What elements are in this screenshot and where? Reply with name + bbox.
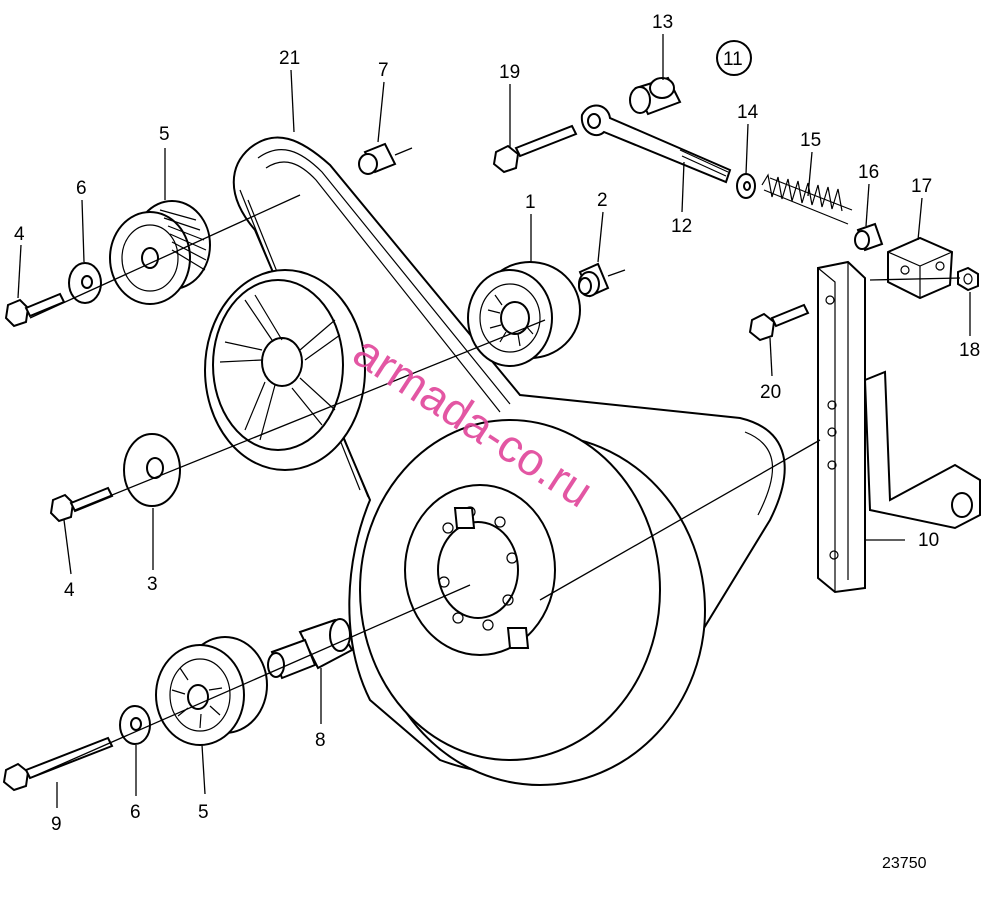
bolt-20 bbox=[748, 303, 810, 342]
callout-20: 20 bbox=[760, 382, 781, 403]
spacer-16 bbox=[854, 222, 884, 252]
crankshaft-pulley bbox=[359, 419, 706, 786]
callout-6-upper: 6 bbox=[76, 178, 87, 199]
callout-12: 12 bbox=[671, 216, 692, 237]
assembly-axis-lines bbox=[29, 194, 961, 779]
bolt-4-lower bbox=[49, 486, 114, 523]
callout-17: 17 bbox=[911, 176, 932, 197]
washer-6-lower bbox=[119, 705, 151, 745]
tension-block-17 bbox=[887, 236, 954, 300]
callout-21: 21 bbox=[279, 48, 300, 69]
alternator-pulley bbox=[204, 269, 366, 471]
bolt-9 bbox=[2, 736, 114, 792]
nut-18 bbox=[957, 266, 979, 292]
guide-pulley-5-lower bbox=[155, 636, 268, 746]
idler-pulley-1 bbox=[467, 261, 581, 367]
callout-3: 3 bbox=[147, 574, 158, 595]
callout-7: 7 bbox=[378, 60, 389, 81]
callout-5-lower: 5 bbox=[198, 802, 209, 823]
figure-number: 23750 bbox=[882, 855, 927, 872]
washer-3 bbox=[123, 433, 181, 507]
guide-pulley-5-upper bbox=[109, 200, 211, 305]
callout-6-lower: 6 bbox=[130, 802, 141, 823]
spacer-7 bbox=[358, 142, 413, 175]
bolt-4-upper bbox=[4, 292, 66, 328]
callout-11: 11 bbox=[723, 49, 743, 70]
callout-18: 18 bbox=[959, 340, 980, 361]
bracket-10 bbox=[817, 260, 981, 594]
callout-16: 16 bbox=[858, 162, 879, 183]
washer-6-upper bbox=[68, 262, 102, 304]
callout-8: 8 bbox=[315, 730, 326, 751]
callout-13: 13 bbox=[652, 12, 673, 33]
spacer-sleeve-8 bbox=[267, 618, 354, 680]
callout-leaders bbox=[17, 34, 971, 808]
callout-labels: 1 2 3 4 4 5 5 6 6 7 8 9 10 11 12 13 14 1… bbox=[14, 12, 980, 835]
bushing-13 bbox=[629, 76, 682, 116]
callout-9: 9 bbox=[51, 814, 62, 835]
callout-19: 19 bbox=[499, 62, 520, 83]
callout-5-upper: 5 bbox=[159, 124, 170, 145]
callout-1: 1 bbox=[525, 192, 536, 213]
assembly-reference-circle bbox=[716, 40, 752, 76]
callout-4-upper: 4 bbox=[14, 224, 25, 245]
washer-14 bbox=[736, 173, 756, 199]
callout-14: 14 bbox=[737, 102, 759, 123]
tensioner-rod-12 bbox=[580, 104, 732, 184]
spring-15 bbox=[761, 173, 853, 225]
callout-4-lower: 4 bbox=[64, 580, 75, 601]
spacer-2 bbox=[578, 262, 626, 298]
callout-2: 2 bbox=[597, 190, 608, 211]
bolt-19 bbox=[492, 124, 578, 174]
callout-15: 15 bbox=[800, 130, 821, 151]
callout-10: 10 bbox=[918, 530, 939, 551]
